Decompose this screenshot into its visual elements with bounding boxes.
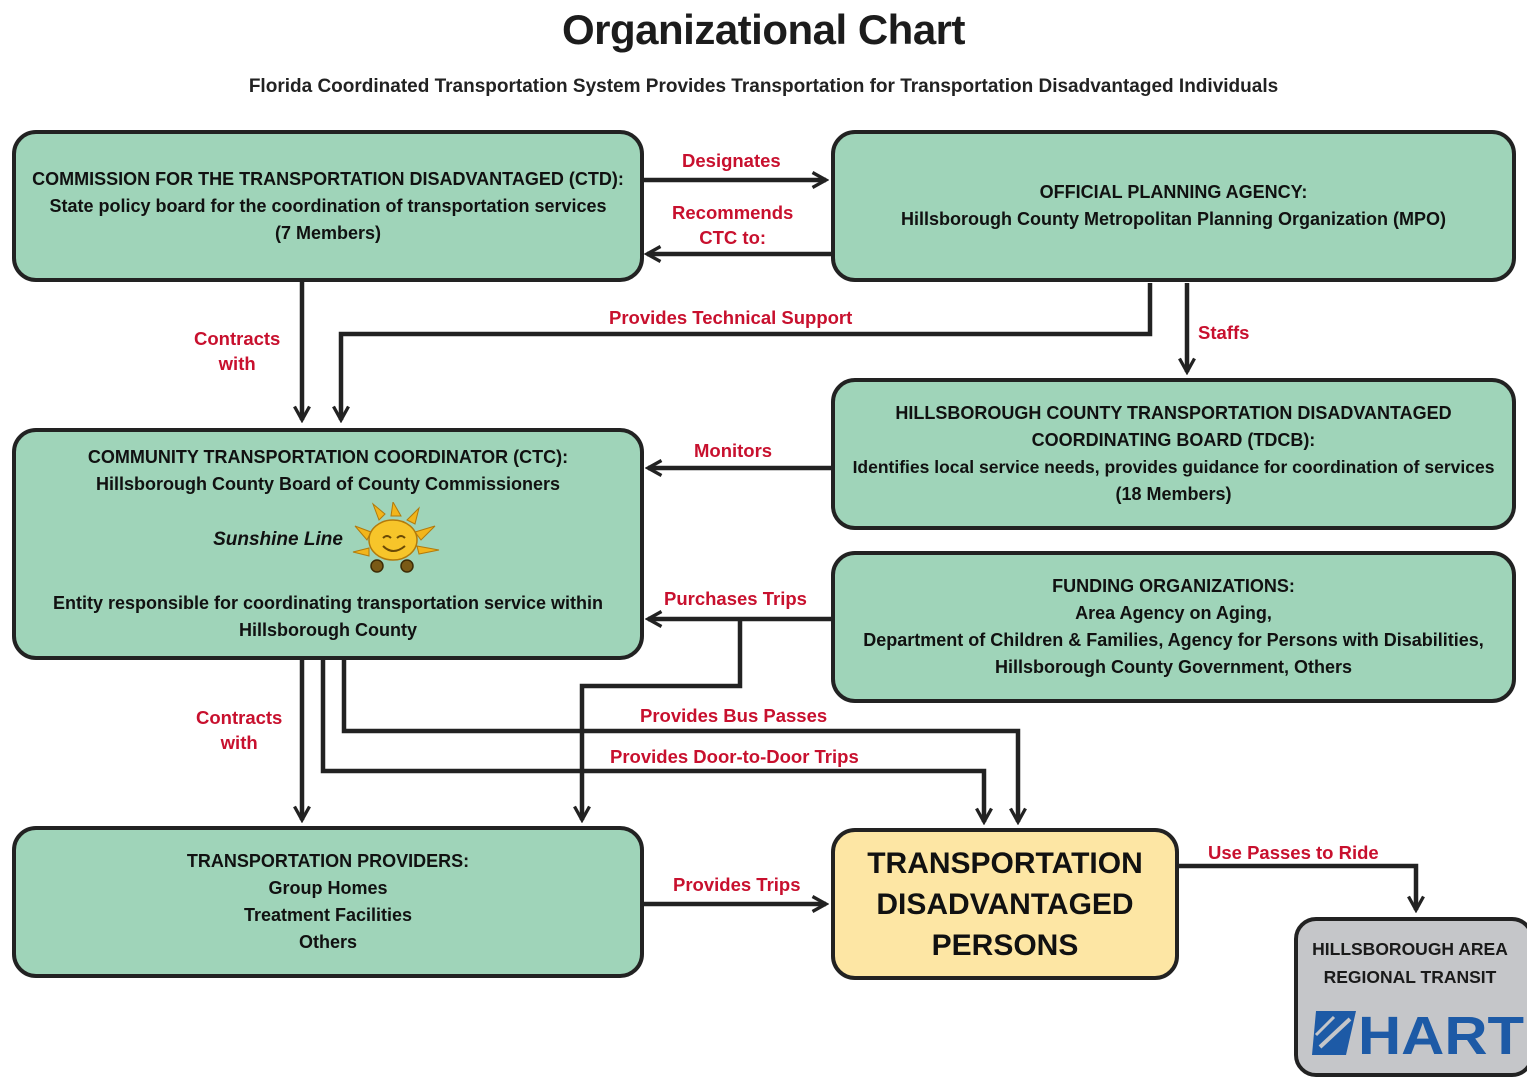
label-recommends-1: Recommends xyxy=(672,202,794,223)
ctd-box: COMMISSION FOR THE TRANSPORTATION DISADV… xyxy=(12,130,644,282)
hart-mark-icon xyxy=(1312,1011,1356,1055)
ctc-line-2: Hillsborough County Board of County Comm… xyxy=(95,474,560,494)
label-designates: Designates xyxy=(682,150,781,171)
hart-logo: HART xyxy=(1312,1006,1524,1061)
ctd-line-2: State policy board for the coordination … xyxy=(49,195,607,216)
hart-line-2: REGIONAL TRANSIT xyxy=(1323,967,1497,987)
hart-logo-text: HART xyxy=(1358,1006,1524,1061)
providers-box: TRANSPORTATION PROVIDERS: Group Homes Tr… xyxy=(12,826,644,978)
funding-line-4: Hillsborough County Government, Others xyxy=(994,657,1353,677)
providers-line-1: TRANSPORTATION PROVIDERS: xyxy=(186,851,470,871)
label-contracts-top: Contracts with xyxy=(194,326,280,376)
providers-line-2: Group Homes xyxy=(268,878,388,898)
label-provides-trips: Provides Trips xyxy=(673,874,801,895)
td-persons-line-2: DISADVANTAGED xyxy=(876,887,1134,921)
ctc-line-1: COMMUNITY TRANSPORTATION COORDINATOR (CT… xyxy=(87,447,569,467)
ctd-line-1: COMMISSION FOR THE TRANSPORTATION DISADV… xyxy=(32,168,624,189)
tdcb-box: HILLSBOROUGH COUNTY TRANSPORTATION DISAD… xyxy=(831,378,1516,530)
edge-bus-passes xyxy=(341,660,1018,822)
label-contracts-top-1: Contracts xyxy=(194,328,281,349)
sunshine-line-logo: Sunshine Line xyxy=(213,502,443,576)
sunshine-line-text: Sunshine Line xyxy=(213,528,343,550)
tdcb-line-3: Identifies local service needs, provides… xyxy=(852,457,1495,477)
tdcb-line-1: HILLSBOROUGH COUNTY TRANSPORTATION DISAD… xyxy=(895,403,1452,423)
mpo-line-1: OFFICIAL PLANNING AGENCY: xyxy=(1039,182,1308,202)
hart-line-1: HILLSBOROUGH AREA xyxy=(1312,939,1508,959)
td-persons-line-1: TRANSPORTATION xyxy=(867,846,1143,880)
td-persons-line-3: PERSONS xyxy=(931,928,1079,962)
sun-icon xyxy=(352,502,440,573)
label-contracts-bottom: Contracts with xyxy=(196,705,282,755)
funding-line-1: FUNDING ORGANIZATIONS: xyxy=(1052,576,1295,596)
funding-box: FUNDING ORGANIZATIONS: Area Agency on Ag… xyxy=(831,551,1516,703)
ctc-line-4: Hillsborough County xyxy=(239,620,417,640)
label-recommends-2: CTC to: xyxy=(699,227,767,248)
label-contracts-top-2: with xyxy=(218,353,256,374)
td-persons-box: TRANSPORTATION DISADVANTAGED PERSONS xyxy=(831,828,1179,980)
edge-funding-to-providers xyxy=(582,619,743,820)
edge-door-to-door xyxy=(320,660,984,822)
label-monitors: Monitors xyxy=(694,440,773,461)
label-bus-passes: Provides Bus Passes xyxy=(640,705,828,726)
label-door-to-door: Provides Door-to-Door Trips xyxy=(610,746,859,767)
ctc-line-3: Entity responsible for coordinating tran… xyxy=(52,593,604,613)
ctd-line-3: (7 Members) xyxy=(274,222,382,243)
providers-line-3: Treatment Facilities xyxy=(243,905,413,925)
funding-line-2: Area Agency on Aging, xyxy=(1075,603,1272,623)
tdcb-line-2: COORDINATING BOARD (TDCB): xyxy=(1031,430,1316,450)
edge-technical-support xyxy=(341,283,1153,420)
ctc-box: COMMUNITY TRANSPORTATION COORDINATOR (CT… xyxy=(12,428,644,660)
page-title: Organizational Chart xyxy=(561,6,966,53)
label-contracts-bottom-1: Contracts xyxy=(196,707,283,728)
page-subtitle: Florida Coordinated Transportation Syste… xyxy=(248,76,1279,97)
providers-line-4: Others xyxy=(298,932,358,952)
funding-line-3: Department of Children & Families, Agenc… xyxy=(863,630,1484,650)
label-tech-support: Provides Technical Support xyxy=(609,307,853,328)
edge-use-passes xyxy=(1177,863,1416,910)
mpo-line-2: Hillsborough County Metropolitan Plannin… xyxy=(901,209,1446,229)
tdcb-line-4: (18 Members) xyxy=(1115,484,1232,504)
label-staffs: Staffs xyxy=(1198,322,1250,343)
mpo-box: OFFICIAL PLANNING AGENCY: Hillsborough C… xyxy=(831,130,1516,282)
hart-box: HILLSBOROUGH AREA REGIONAL TRANSIT HART xyxy=(1294,917,1527,1077)
label-purchases: Purchases Trips xyxy=(664,588,807,609)
label-contracts-bottom-2: with xyxy=(220,732,258,753)
label-use-passes: Use Passes to Ride xyxy=(1208,842,1379,863)
label-recommends: Recommends CTC to: xyxy=(672,200,793,250)
